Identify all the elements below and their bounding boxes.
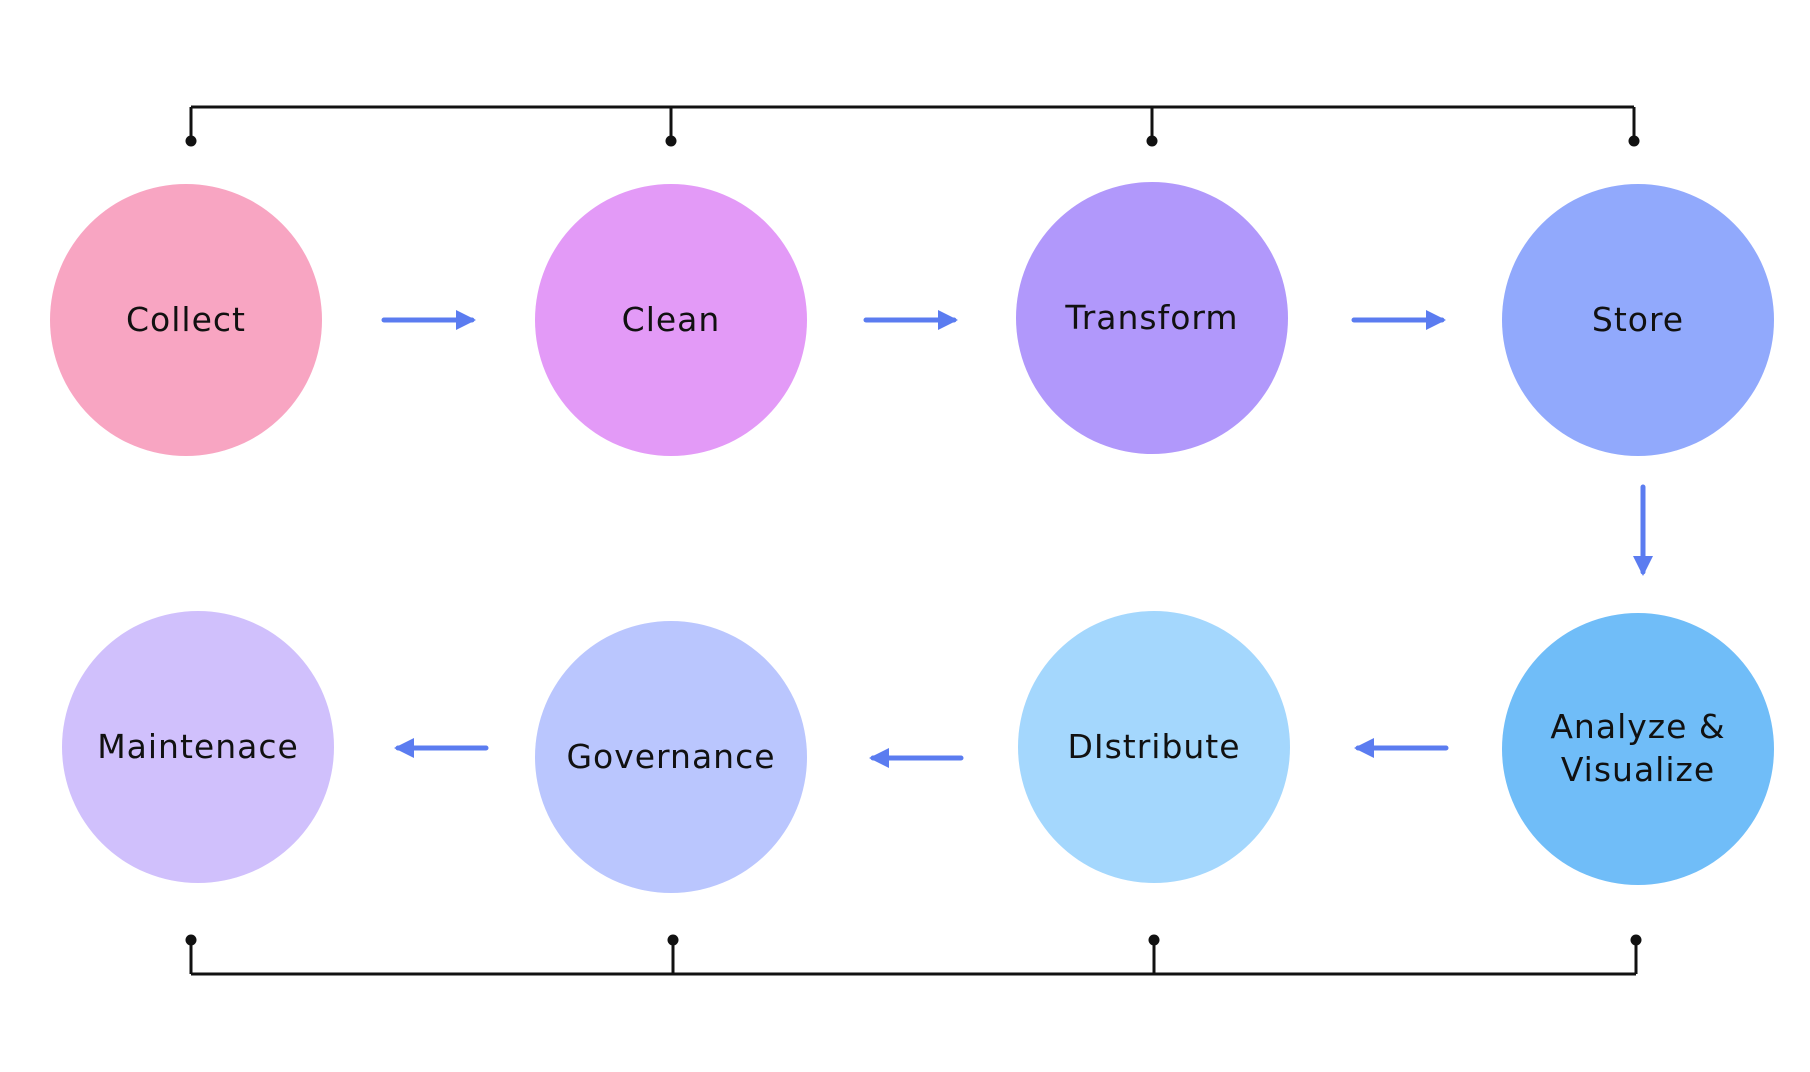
node-transform: Transform xyxy=(1016,182,1288,454)
node-store: Store xyxy=(1502,184,1774,456)
node-collect: Collect xyxy=(50,184,322,456)
node-label-store: Store xyxy=(1591,299,1685,339)
flow-arrows xyxy=(381,310,1653,768)
node-clean: Clean xyxy=(535,184,807,456)
node-label-maintenance: Maintenace xyxy=(97,726,299,766)
top-bracket-dot-4 xyxy=(1628,135,1640,147)
node-label-governance: Governance xyxy=(566,736,776,776)
node-label-collect: Collect xyxy=(126,299,246,339)
node-analyze-visualize: Analyze & Visualize xyxy=(1502,613,1774,885)
top-bracket-dot-3 xyxy=(1146,135,1158,147)
bottom-bracket-dot-3 xyxy=(1148,934,1160,946)
node-label-analyze-visualize: Analyze & Visualize xyxy=(1550,707,1726,789)
node-label-transform: Transform xyxy=(1065,297,1239,337)
top-bracket xyxy=(185,105,1640,147)
node-label-clean: Clean xyxy=(621,299,721,339)
top-bracket-dot-1 xyxy=(185,135,197,147)
top-bracket-dot-2 xyxy=(665,135,677,147)
bottom-bracket xyxy=(185,934,1642,976)
node-governance: Governance xyxy=(535,621,807,893)
node-label-distribute: DIstribute xyxy=(1067,726,1241,766)
bottom-bracket-dot-1 xyxy=(185,934,197,946)
bottom-bracket-dot-4 xyxy=(1630,934,1642,946)
node-maintenance: Maintenace xyxy=(62,611,334,883)
bottom-bracket-dot-2 xyxy=(667,934,679,946)
node-distribute: DIstribute xyxy=(1018,611,1290,883)
